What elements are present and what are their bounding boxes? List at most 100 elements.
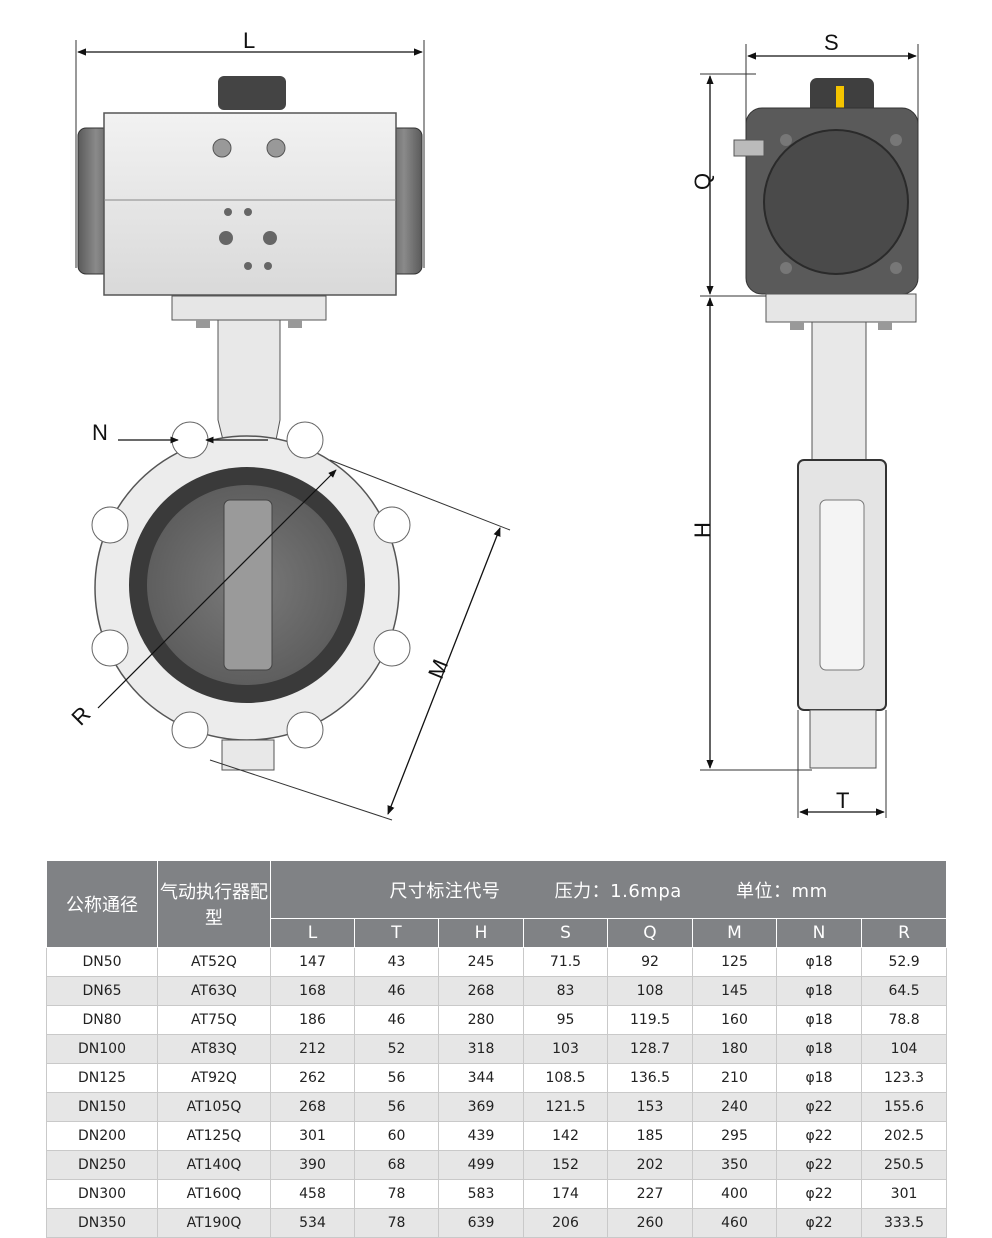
table-cell: AT63Q [157,976,271,1006]
column-header-t: T [354,918,439,948]
table-cell: 185 [607,1121,693,1151]
table-cell: 145 [692,976,777,1006]
label-R: R [66,701,95,730]
dimension-Q: Q [690,73,766,297]
table-cell: 268 [270,1092,355,1122]
table-cell: 227 [607,1179,693,1209]
table-cell: 400 [692,1179,777,1209]
table-cell: 301 [270,1121,355,1151]
table-cell: DN150 [46,1092,158,1122]
table-cell: φ18 [776,1034,862,1064]
table-cell: 56 [354,1063,439,1093]
table-cell: 240 [692,1092,777,1122]
table-cell: AT105Q [157,1092,271,1122]
table-cell: 160 [692,1005,777,1035]
table-cell: 92 [607,947,693,977]
table-cell: 301 [860,1179,948,1209]
table-cell: 78 [354,1179,439,1209]
table-cell: 136.5 [607,1063,693,1093]
group-title: 尺寸标注代号 [389,880,501,902]
pressure-label: 压力：1.6mpa [554,880,682,902]
table-cell: φ22 [776,1150,862,1180]
table-cell: 142 [523,1121,608,1151]
table-cell: 318 [438,1034,524,1064]
front-view: L [66,28,511,821]
column-header-r: R [860,918,948,948]
table-cell: 78.8 [860,1005,948,1035]
table-cell: 439 [438,1121,524,1151]
table-cell: 639 [438,1208,524,1238]
table-cell: 344 [438,1063,524,1093]
position-indicator [836,86,844,114]
table-cell: AT75Q [157,1005,271,1035]
table-cell: 108 [607,976,693,1006]
table-cell: 128.7 [607,1034,693,1064]
actuator-model-header: 气动执行器配型 [157,860,271,948]
table-cell: 534 [270,1208,355,1238]
column-header-m: M [692,918,777,948]
label-H: H [690,522,715,538]
table-cell: 369 [438,1092,524,1122]
table-cell: 152 [523,1150,608,1180]
nominal-diameter-header: 公称通径 [46,860,158,948]
table-cell: 212 [270,1034,355,1064]
table-cell: 186 [270,1005,355,1035]
table-cell: 56 [354,1092,439,1122]
table-cell: 71.5 [523,947,608,977]
label-L: L [243,28,255,53]
actuator-indicator-cap [218,76,286,110]
table-cell: DN65 [46,976,158,1006]
column-header-h: H [438,918,524,948]
label-T: T [836,788,849,813]
valve-stem [223,499,273,671]
table-cell: 168 [270,976,355,1006]
table-cell: 268 [438,976,524,1006]
table-cell: 262 [270,1063,355,1093]
table-cell: DN100 [46,1034,158,1064]
table-cell: 174 [523,1179,608,1209]
column-header-s: S [523,918,608,948]
table-cell: 245 [438,947,524,977]
table-cell: 43 [354,947,439,977]
table-cell: DN350 [46,1208,158,1238]
table-cell: AT92Q [157,1063,271,1093]
table-cell: 64.5 [860,976,948,1006]
mounting-plate [171,295,327,321]
table-cell: 52.9 [860,947,948,977]
label-N: N [92,420,108,445]
table-cell: DN50 [46,947,158,977]
table-cell: DN250 [46,1150,158,1180]
table-cell: AT83Q [157,1034,271,1064]
table-cell: φ22 [776,1208,862,1238]
table-cell: φ22 [776,1179,862,1209]
table-cell: 52 [354,1034,439,1064]
table-cell: 119.5 [607,1005,693,1035]
table-cell: 250.5 [860,1150,948,1180]
table-cell: 60 [354,1121,439,1151]
valve-dimension-drawing: L [66,28,919,821]
table-cell: 350 [692,1150,777,1180]
table-cell: φ22 [776,1121,862,1151]
table-cell: 125 [692,947,777,977]
table-cell: 295 [692,1121,777,1151]
table-cell: DN125 [46,1063,158,1093]
table-cell: 104 [860,1034,948,1064]
table-cell: 583 [438,1179,524,1209]
table-cell: AT125Q [157,1121,271,1151]
table-cell: 83 [523,976,608,1006]
unit-label: 单位：mm [736,880,828,902]
table-cell: AT160Q [157,1179,271,1209]
table-cell: 95 [523,1005,608,1035]
table-cell: DN200 [46,1121,158,1151]
dimension-L: L [75,28,425,268]
table-cell: AT52Q [157,947,271,977]
table-cell: φ18 [776,947,862,977]
table-cell: 46 [354,976,439,1006]
table-cell: 210 [692,1063,777,1093]
dimension-T: T [797,710,887,818]
